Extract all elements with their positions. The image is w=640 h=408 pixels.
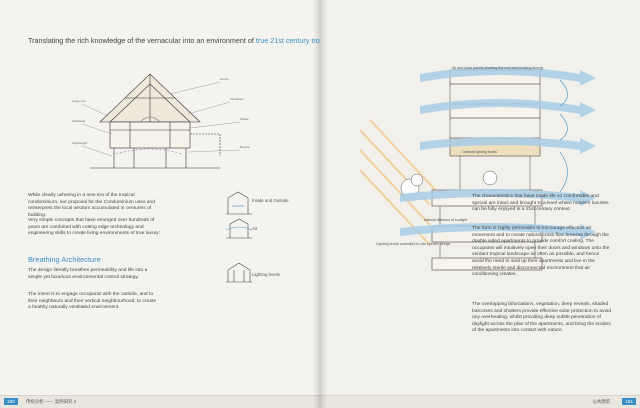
intro-paragraph: While clearly ushering in a new era of t… xyxy=(28,193,155,218)
left-page-number: 190 xyxy=(4,398,18,405)
title-highlight: true 21st century tropical luxury. xyxy=(255,36,358,45)
breathing-paragraph-2: The intent is to engage occupants with t… xyxy=(28,292,157,311)
vernacular-house-sketch: Large roof Ventilated Lightweight Hot ai… xyxy=(72,73,250,169)
inside-outside-diagram xyxy=(226,191,252,215)
building-section-diagram xyxy=(360,67,596,271)
left-page: Translating the rich knowledge of the ve… xyxy=(0,36,358,408)
page-title: Translating the rich knowledge of the ve… xyxy=(28,36,357,45)
right-page: Air and solar panels shading the roof an… xyxy=(320,0,640,408)
title-text: Translating the rich knowledge of the ve… xyxy=(28,36,254,45)
svg-text:Ventilated: Ventilated xyxy=(72,119,86,123)
breathing-paragraph-1: The design literally breathes permeabili… xyxy=(28,268,148,280)
air-diagram xyxy=(225,218,253,239)
legend-lighting: Lighting levels xyxy=(252,272,280,277)
diagram-mid-label: Optimal lighting levels xyxy=(462,150,497,154)
right-page-number: 191 xyxy=(622,398,636,405)
right-footer: 公共建筑 191 xyxy=(320,395,640,408)
second-paragraph: Very simple concepts that have emerged o… xyxy=(28,218,161,237)
legend-air: Air xyxy=(252,226,258,231)
svg-text:Ventilation: Ventilation xyxy=(230,97,244,101)
right-footer-text: 公共建筑 xyxy=(592,399,610,404)
diagram-top-label: Air and solar panels shading the roof an… xyxy=(452,66,544,70)
svg-text:Hot air: Hot air xyxy=(220,77,229,81)
svg-text:Breeze: Breeze xyxy=(240,145,250,149)
legend-inside-outside: Inside and Outside xyxy=(252,198,289,203)
svg-text:Shade: Shade xyxy=(240,117,249,121)
right-paragraph-1: The characteristics that have made life … xyxy=(472,194,609,213)
section-heading: Breathing Architecture xyxy=(28,255,101,264)
svg-text:Large roof: Large roof xyxy=(72,99,86,103)
svg-text:Lightweight: Lightweight xyxy=(72,141,87,145)
right-paragraph-3: The overlapping bifurcations, vegetation… xyxy=(472,302,612,334)
diagram-bottom-label: Lighting levels controlled to site speci… xyxy=(376,242,451,246)
left-footer-text: 传统分析 —— 案例研究 2 xyxy=(26,399,77,404)
lighting-diagram xyxy=(226,262,252,283)
right-paragraph-2: The form is highly permeable to encourag… xyxy=(472,226,610,278)
book-gutter xyxy=(313,0,327,408)
left-footer: 190 传统分析 —— 案例研究 2 xyxy=(0,395,320,408)
diagram-low-label: Natural diffusion of sunlight xyxy=(424,218,468,222)
